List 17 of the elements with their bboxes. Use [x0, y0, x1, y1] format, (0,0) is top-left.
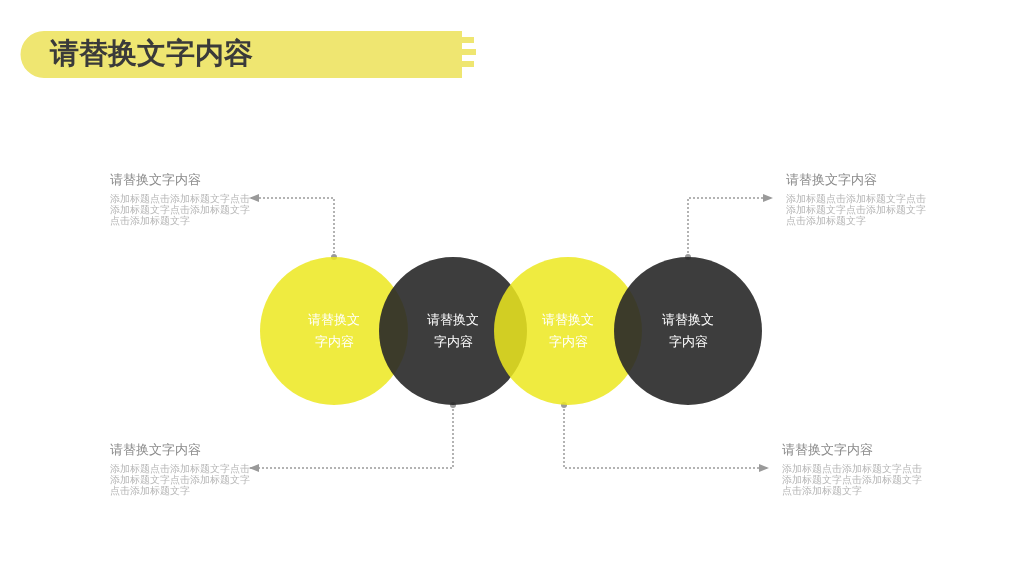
callout-heading: 请替换文字内容 [786, 171, 878, 189]
description-text: 添加标题点击添加标题文字点击添加标题文字点击添加标题文字点击添加标题文字 [110, 193, 250, 226]
leader-arrow [561, 402, 770, 473]
leader-arrow [685, 193, 774, 260]
leader-arrow [248, 402, 456, 473]
circle-label: 请替换文字内容 [661, 311, 715, 351]
leader-arrow [248, 193, 337, 260]
circle-label: 请替换文字内容 [541, 311, 595, 351]
callout-heading: 请替换文字内容 [110, 171, 202, 189]
callout-heading: 请替换文字内容 [782, 441, 874, 459]
description-text: 添加标题点击添加标题文字点击添加标题文字点击添加标题文字点击添加标题文字 [786, 193, 926, 226]
callout-heading: 请替换文字内容 [110, 441, 202, 459]
description-text: 添加标题点击添加标题文字点击添加标题文字点击添加标题文字点击添加标题文字 [782, 463, 922, 496]
title: 请替换文字内容 [50, 35, 253, 72]
circle-label: 请替换文字内容 [307, 311, 361, 351]
circle-label: 请替换文字内容 [426, 311, 480, 351]
description-text: 添加标题点击添加标题文字点击添加标题文字点击添加标题文字点击添加标题文字 [110, 463, 250, 496]
